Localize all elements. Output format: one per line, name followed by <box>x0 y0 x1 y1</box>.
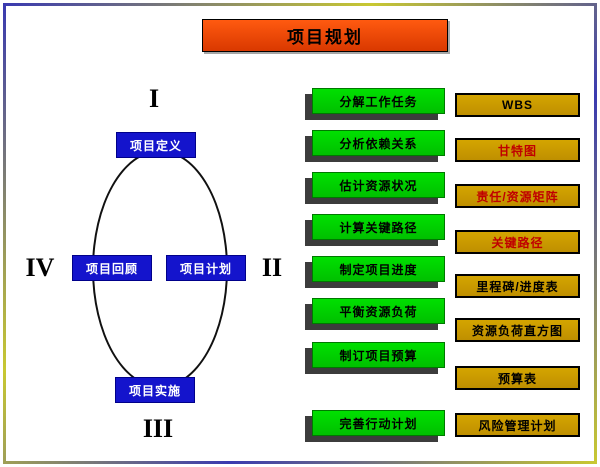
quadrant-numeral-left: IV <box>25 253 55 282</box>
output-box-wbs: WBS <box>455 93 580 117</box>
step-box-schedule: 制定项目进度 <box>312 256 445 282</box>
step-box-estimate-resources: 估计资源状况 <box>312 172 445 198</box>
cycle-node-plan: 项目计划 <box>166 255 246 281</box>
output-box-critical-path: 关键路径 <box>455 230 580 254</box>
step-box-action-plan: 完善行动计划 <box>312 410 445 436</box>
cycle-node-definition: 项目定义 <box>116 132 196 158</box>
output-box-gantt: 甘特图 <box>455 138 580 162</box>
step-box-budget: 制订项目预算 <box>312 342 445 368</box>
step-box-balance-load: 平衡资源负荷 <box>312 298 445 324</box>
quadrant-numeral-bottom: III <box>142 414 174 443</box>
cycle-node-implementation: 项目实施 <box>115 377 195 403</box>
quadrant-numeral-top: I <box>148 84 160 113</box>
step-box-analyze-deps: 分析依赖关系 <box>312 130 445 156</box>
step-box-critical-path: 计算关键路径 <box>312 214 445 240</box>
output-box-resp-matrix: 责任/资源矩阵 <box>455 184 580 208</box>
output-box-milestones: 里程碑/进度表 <box>455 274 580 298</box>
step-box-decompose-tasks: 分解工作任务 <box>312 88 445 114</box>
cycle-node-review: 项目回顾 <box>72 255 152 281</box>
output-box-budget-table: 预算表 <box>455 366 580 390</box>
output-box-risk-plan: 风险管理计划 <box>455 413 580 437</box>
output-box-load-histogram: 资源负荷直方图 <box>455 318 580 342</box>
page-title-text: 项目规划 <box>287 28 363 47</box>
page-title: 项目规划 <box>202 19 448 52</box>
quadrant-numeral-right: II <box>261 253 283 282</box>
